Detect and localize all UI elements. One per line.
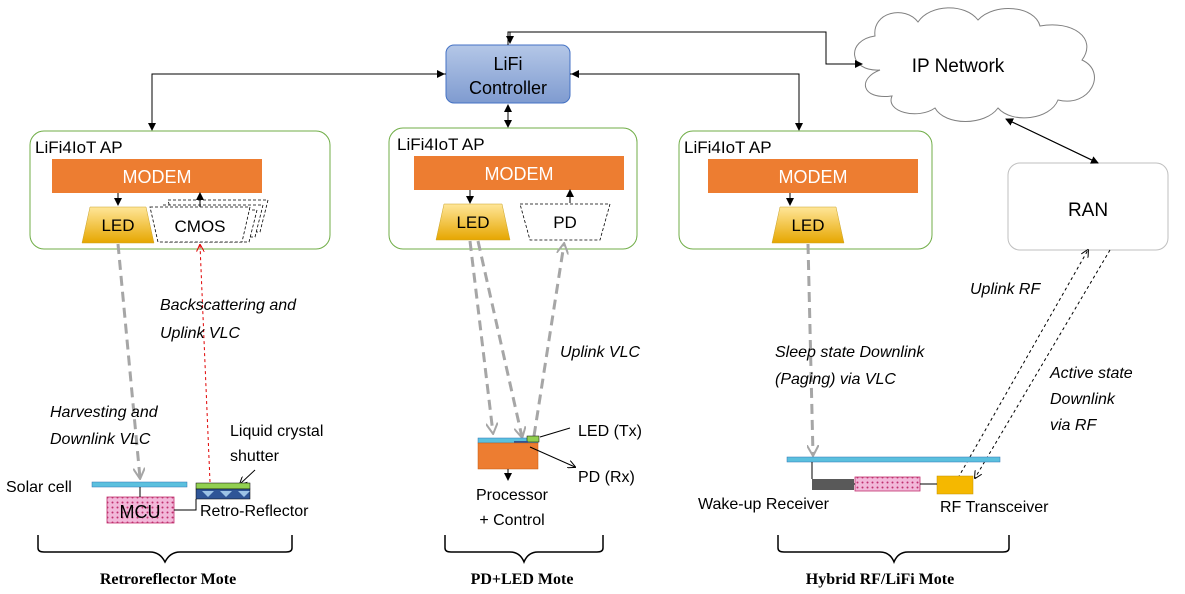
label-uplink-vlc: Uplink VLC xyxy=(560,344,640,361)
ap-middle-led-label: LED xyxy=(456,213,489,232)
ap-right-title: LiFi4IoT AP xyxy=(684,138,772,157)
ap-left-title: LiFi4IoT AP xyxy=(35,138,123,157)
label-backscatter-line1: Backscattering and xyxy=(160,297,297,314)
ap-right-modem-label: MODEM xyxy=(779,167,848,187)
ran-box: RAN xyxy=(1007,162,1169,251)
ap-left-cmos xyxy=(149,206,251,243)
label-mcu: MCU xyxy=(120,502,161,522)
link-labels: Backscattering and Uplink VLC Harvesting… xyxy=(50,281,1133,448)
ap-right-led xyxy=(771,206,845,244)
liquid-crystal-shutter xyxy=(195,482,251,490)
label-active-line1: Active state xyxy=(1049,365,1133,382)
label-sleep-line1: Sleep state Downlink xyxy=(775,344,925,361)
controller-label-line1: LiFi xyxy=(493,54,522,74)
label-liquid-crystal-line2: shutter xyxy=(230,448,280,465)
ap-right-modem xyxy=(708,159,918,193)
ap-left-modem xyxy=(52,159,262,193)
mote-led-tx xyxy=(526,435,540,443)
label-liquid-crystal-line1: Liquid crystal xyxy=(230,423,323,440)
label-harvest-line2: Downlink VLC xyxy=(50,431,151,448)
caption-hybrid-mote: Hybrid RF/LiFi Mote xyxy=(806,571,954,588)
ap-left-led xyxy=(81,206,155,244)
label-rf-transceiver: RF Transceiver xyxy=(940,499,1049,516)
ap-middle-pd xyxy=(519,203,611,241)
label-led-tx: LED (Tx) xyxy=(578,423,642,440)
ap-middle-led xyxy=(435,203,511,241)
label-processor-line2: + Control xyxy=(479,512,544,529)
label-wake-up-receiver: Wake-up Receiver xyxy=(698,496,830,513)
ap-left-cmos-label: CMOS xyxy=(175,217,226,236)
solar-cell xyxy=(91,481,188,488)
hybrid-mcu-chip xyxy=(854,476,921,492)
label-sleep-line2: (Paging) via VLC xyxy=(775,371,896,388)
label-active-line2: Downlink xyxy=(1050,391,1116,408)
ap-left: LiFi4IoT AP MODEM LED CMOS xyxy=(29,130,331,250)
lifi-controller: LiFi Controller xyxy=(445,44,571,104)
ap-left-led-label: LED xyxy=(101,216,134,235)
ap-right: LiFi4IoT AP MODEM LED xyxy=(678,130,933,250)
ap-right-led-label: LED xyxy=(791,216,824,235)
mote-hybrid: Wake-up Receiver RF Transceiver Hybrid R… xyxy=(698,456,1049,588)
mote-processor xyxy=(477,442,539,470)
wake-up-receiver-chip xyxy=(812,479,854,490)
caption-retroreflector-mote: Retroreflector Mote xyxy=(100,571,236,588)
ap-middle-pd-label: PD xyxy=(553,213,577,232)
controller-links xyxy=(148,31,1099,164)
hybrid-board xyxy=(786,456,1001,463)
ip-network-label: IP Network xyxy=(912,56,1005,77)
label-pd-rx: PD (Rx) xyxy=(578,469,635,486)
ap-middle-modem xyxy=(414,156,624,190)
ap-middle-modem-label: MODEM xyxy=(485,164,554,184)
label-retro-reflector: Retro-Reflector xyxy=(200,503,309,520)
ap-middle: LiFi4IoT AP MODEM LED PD xyxy=(388,127,638,250)
rf-transceiver-chip xyxy=(936,475,974,495)
mcu-block xyxy=(106,496,175,524)
label-solar-cell: Solar cell xyxy=(6,479,72,496)
ap-middle-title: LiFi4IoT AP xyxy=(397,135,485,154)
label-uplink-rf: Uplink RF xyxy=(970,281,1041,298)
label-backscatter-line2: Uplink VLC xyxy=(160,325,240,342)
label-harvest-line1: Harvesting and xyxy=(50,404,159,421)
signal-paths xyxy=(116,240,1111,483)
mote-retroreflector: Liquid crystal shutter Solar cell MCU Re… xyxy=(6,423,323,588)
caption-pd-led-mote: PD+LED Mote xyxy=(471,571,574,588)
controller-label-line2: Controller xyxy=(469,78,547,98)
ran-label: RAN xyxy=(1068,200,1108,221)
mote-pd-led: LED (Tx) PD (Rx) Processor + Control PD+… xyxy=(444,423,642,588)
label-active-line3: via RF xyxy=(1050,417,1097,434)
ap-left-modem-label: MODEM xyxy=(123,167,192,187)
label-processor-line1: Processor xyxy=(476,487,549,504)
ip-network-cloud: IP Network xyxy=(854,7,1095,122)
